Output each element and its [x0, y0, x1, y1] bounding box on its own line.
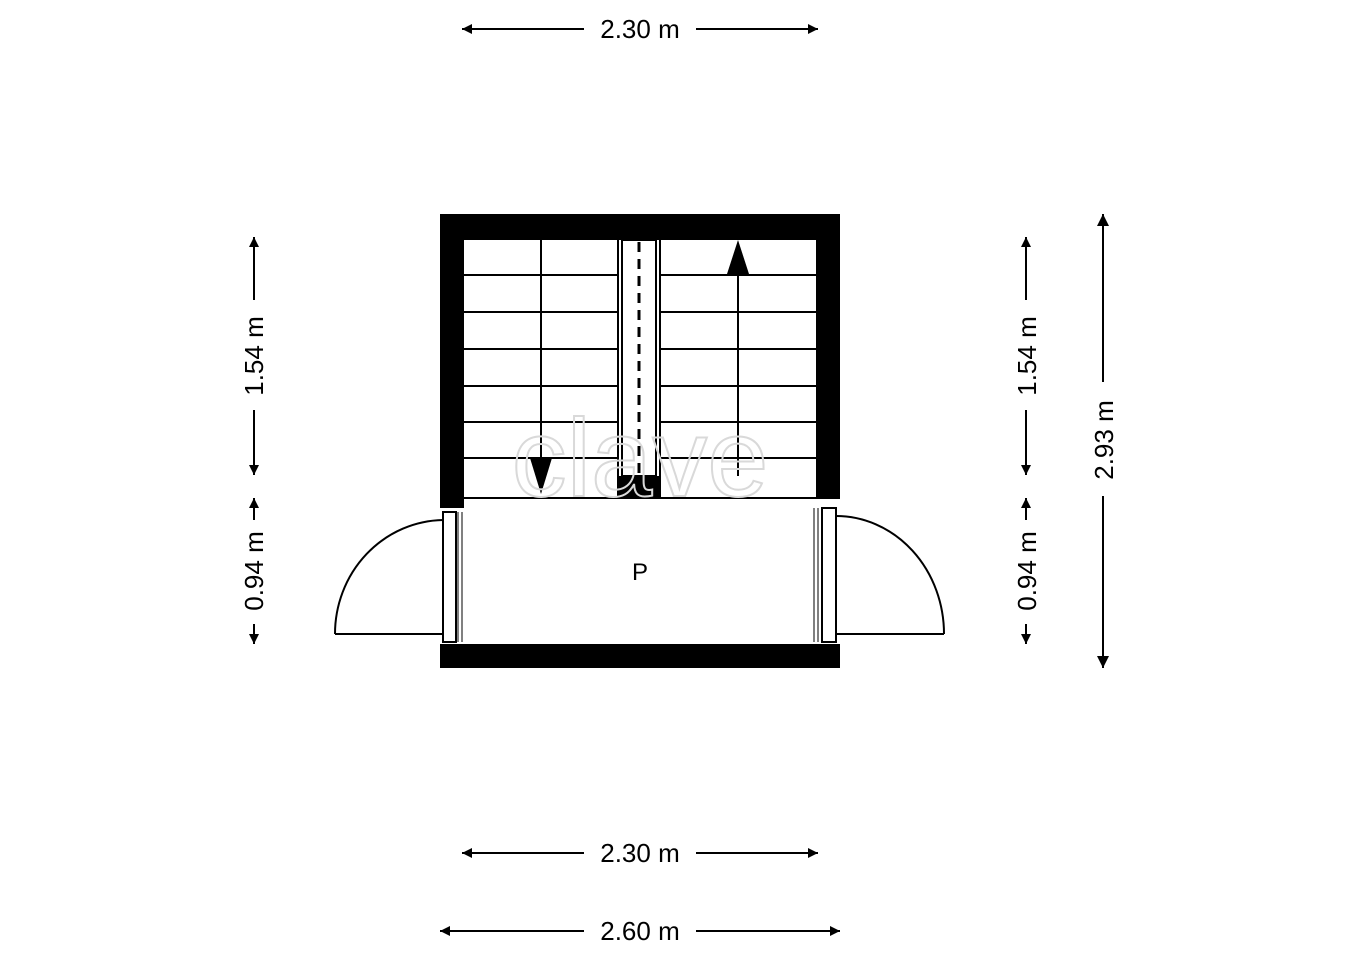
wall-bottom [440, 644, 840, 668]
dimension-label-bottom-inner-width: 2.30 m [600, 838, 680, 868]
dimension-label-left-lower: 0.94 m [239, 531, 269, 611]
wall-top [440, 214, 840, 240]
stair-up-arrow [727, 240, 749, 274]
dimension-label-right-upper: 1.54 m [1012, 316, 1042, 396]
stair-well [621, 239, 657, 477]
stair-flight-right [659, 240, 816, 498]
door-right [813, 507, 945, 643]
dimension-label-right-lower: 0.94 m [1012, 531, 1042, 611]
wall-left [440, 214, 464, 508]
door-left [334, 511, 463, 643]
dimension-label-right-total: 2.93 m [1089, 400, 1119, 480]
dimension-label-left-upper: 1.54 m [239, 316, 269, 396]
dimension-label-top-width: 2.30 m [600, 14, 680, 44]
walls [440, 214, 840, 668]
dimension-label-bottom-outer-width: 2.60 m [600, 916, 680, 946]
watermark-logo: clave [512, 397, 769, 520]
stair-flight-left [464, 240, 840, 499]
wall-right [816, 214, 840, 498]
room-label-landing: P [632, 559, 648, 586]
stair-core [618, 476, 660, 498]
stair-down-arrow [530, 458, 552, 494]
